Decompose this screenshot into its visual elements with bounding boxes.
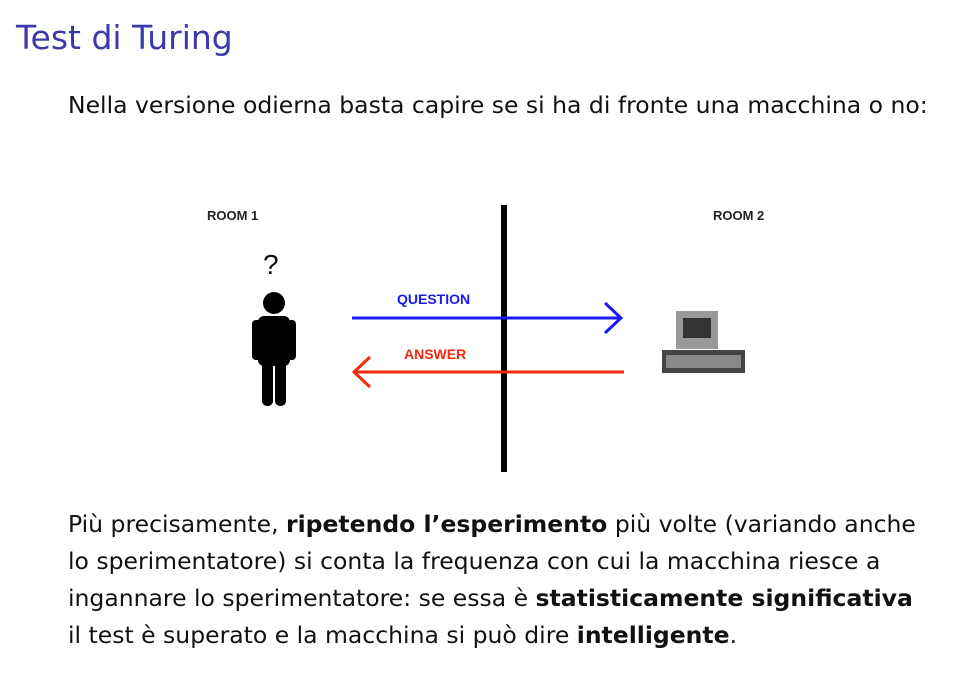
body-text-part: il test è superato e la macchina si può …	[68, 621, 577, 649]
body-text: Più precisamente, ripetendo l’esperiment…	[68, 506, 928, 654]
intro-text: Nella versione odierna basta capire se s…	[68, 91, 928, 119]
room2-label: ROOM 2	[713, 208, 764, 223]
emphasis-repeat-experiment: ripetendo l’esperimento	[286, 510, 608, 538]
body-text-part: più volte (variando anche lo sperimentat…	[68, 510, 916, 612]
answer-label: ANSWER	[404, 346, 466, 362]
slide-title: Test di Turing	[16, 18, 233, 57]
answer-arrow	[351, 355, 624, 389]
emphasis-significant: statisticamente significativa	[535, 584, 913, 612]
body-text-part: Più precisamente,	[68, 510, 287, 538]
question-mark: ?	[263, 249, 279, 280]
question-arrow	[352, 301, 624, 335]
question-label: QUESTION	[397, 291, 470, 307]
emphasis-intelligent: intelligente	[576, 621, 730, 649]
computer-icon	[662, 311, 745, 373]
body-text-part: .	[729, 621, 738, 649]
person-icon	[252, 292, 296, 406]
room1-label: ROOM 1	[207, 208, 258, 223]
